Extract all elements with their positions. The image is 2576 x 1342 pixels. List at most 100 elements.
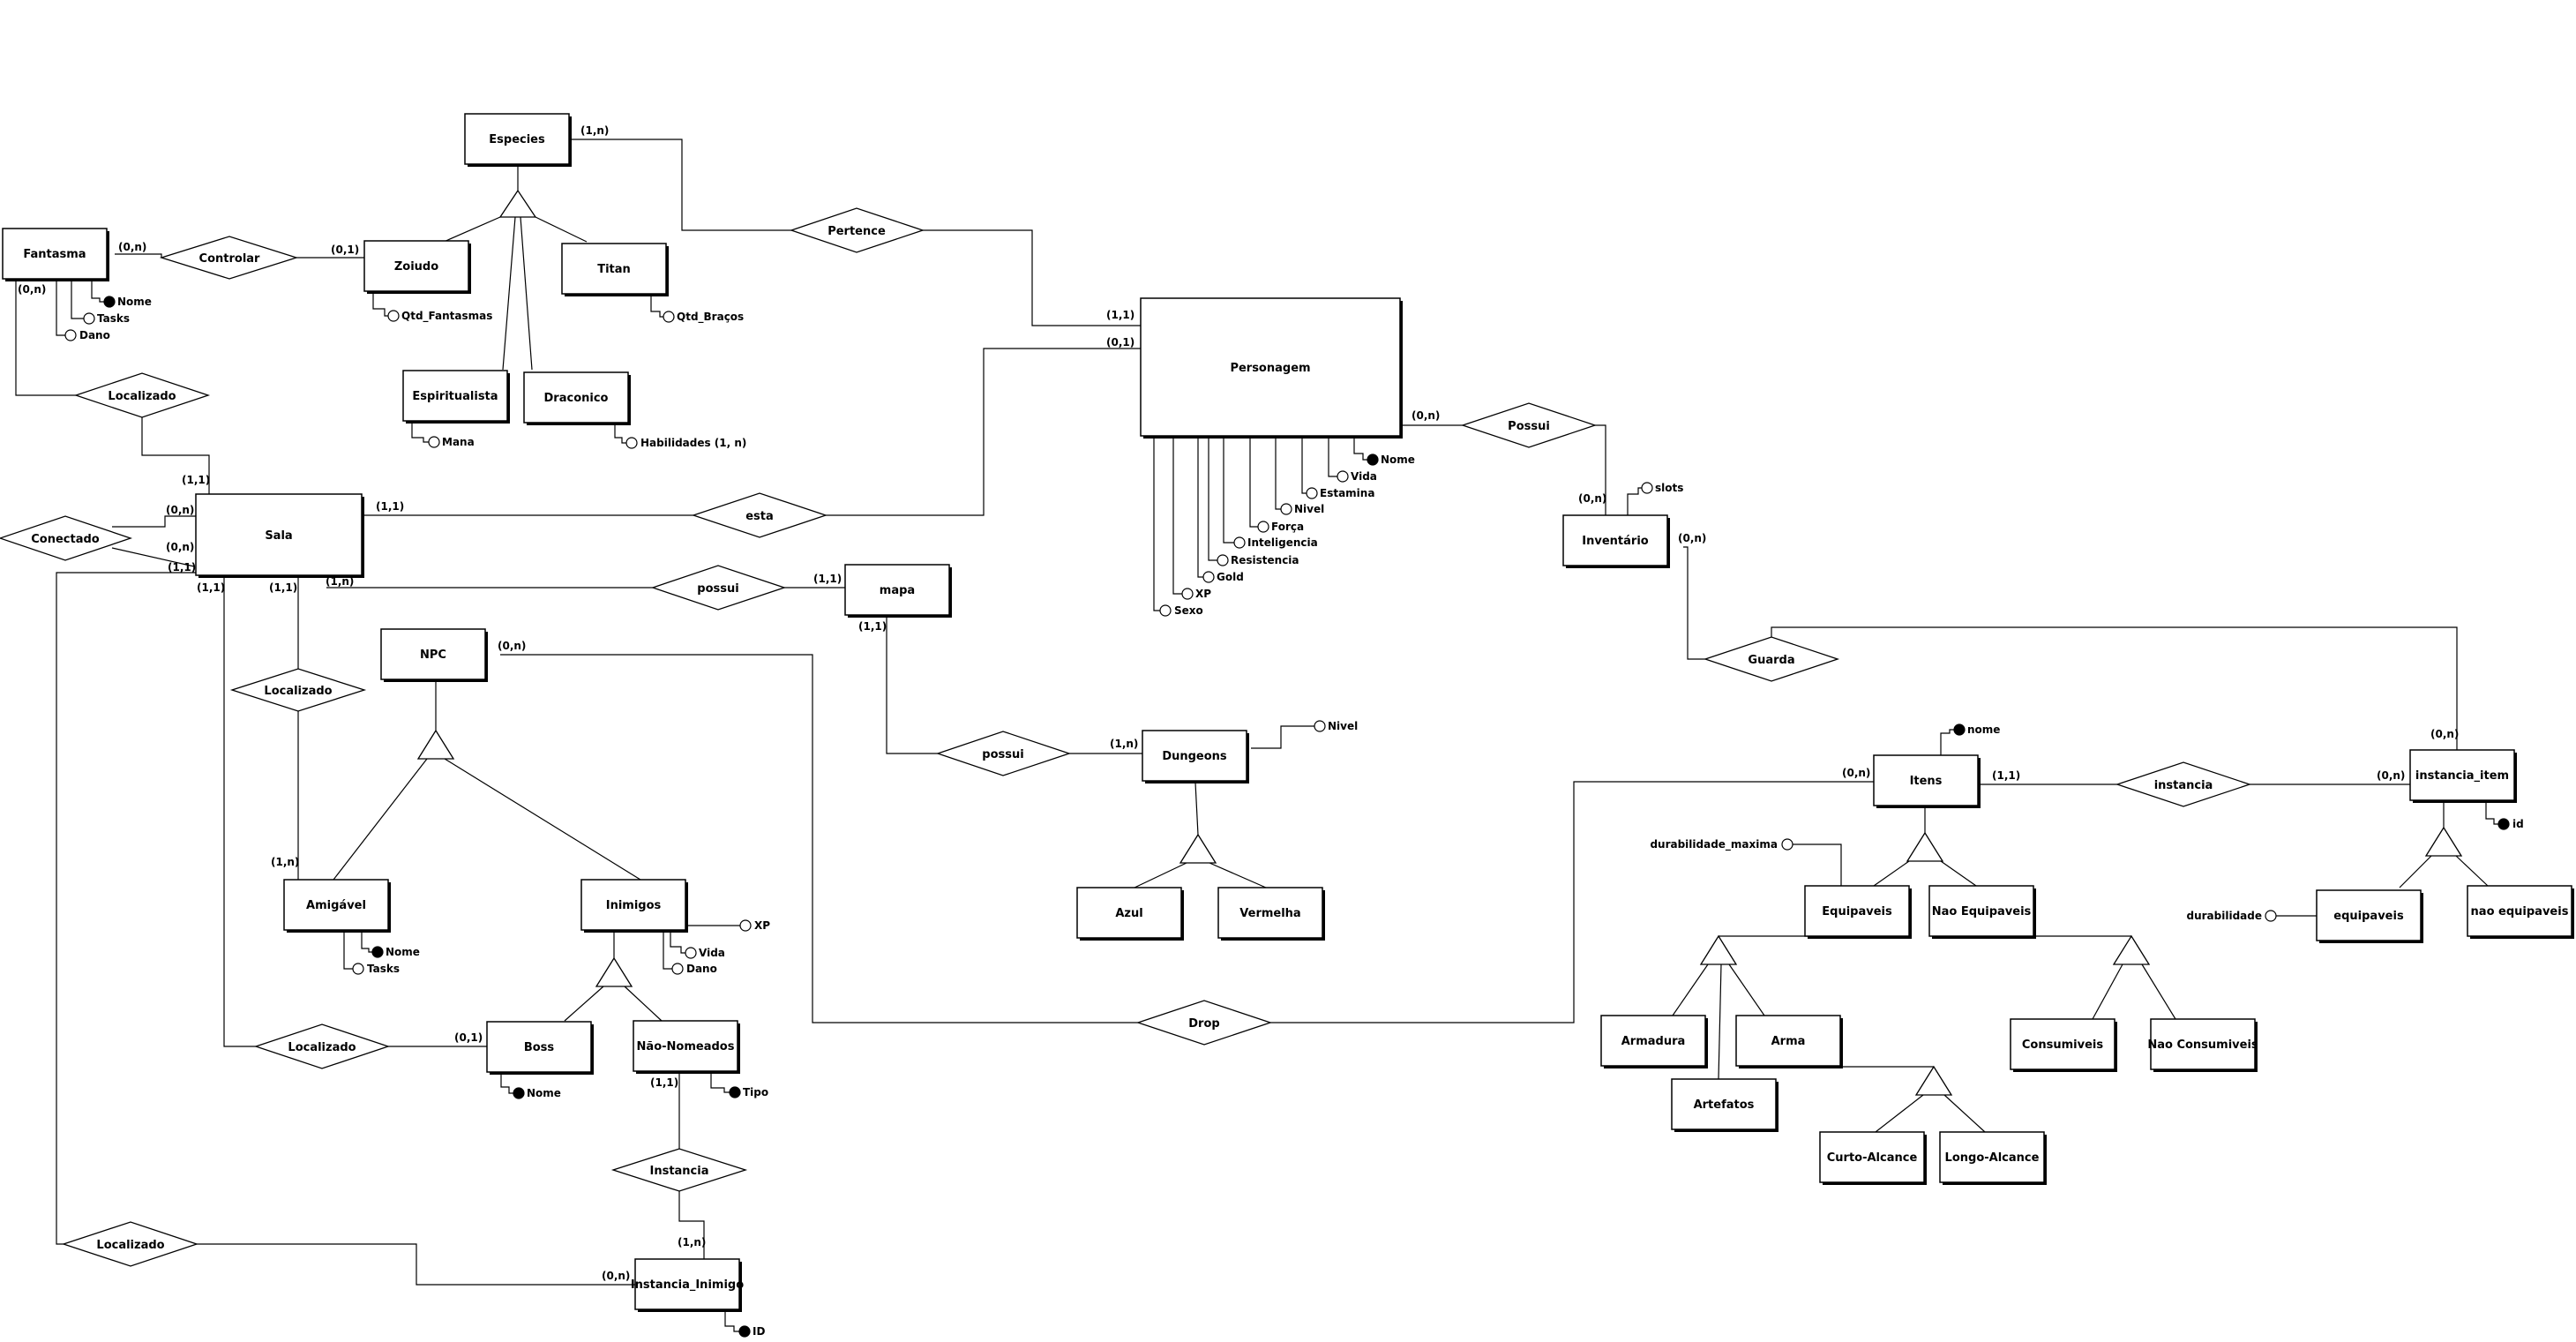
attribute-boss-nome[interactable]: Nome	[513, 1087, 561, 1099]
entity-itens[interactable]: Itens	[1873, 754, 1981, 808]
attribute-p-resistencia[interactable]: Resistencia	[1217, 554, 1299, 566]
cardinality-label: (1,n)	[326, 575, 354, 588]
relationship-localizado-npc[interactable]: Localizado	[229, 668, 367, 712]
entity-nao-equipaveis[interactable]: Nao Equipaveis	[1928, 885, 2036, 939]
attribute-inst-id[interactable]: ID	[738, 1325, 765, 1338]
entity-npc[interactable]: NPC	[380, 628, 488, 682]
attribute-inimigos-dano[interactable]: Dano	[671, 963, 717, 975]
relationship-esta[interactable]: esta	[691, 492, 828, 538]
entity-curto-alcance[interactable]: Curto-Alcance	[1819, 1131, 1927, 1185]
attribute-p-estamina[interactable]: Estamina	[1306, 487, 1374, 499]
relationship-localizado-instancia[interactable]: Localizado	[61, 1221, 199, 1267]
attribute-durabilidade-maxima[interactable]: durabilidade_maxima	[1650, 838, 1793, 851]
entity-consumiveis[interactable]: Consumiveis	[2010, 1018, 2117, 1072]
entity-inst-nao-equipaveis[interactable]: nao equipaveis	[2467, 885, 2574, 939]
entity-especies[interactable]: Especies	[464, 113, 572, 167]
relationship-controlar[interactable]: Controlar	[159, 236, 299, 280]
attribute-icon	[739, 919, 752, 932]
entity-equipaveis[interactable]: Equipaveis	[1804, 885, 1912, 939]
entity-dungeons[interactable]: Dungeons	[1142, 730, 1249, 783]
entity-artefatos[interactable]: Artefatos	[1671, 1078, 1778, 1132]
entity-arma[interactable]: Arma	[1735, 1015, 1843, 1068]
attribute-amigavel-tasks[interactable]: Tasks	[352, 963, 400, 975]
relationship-localizado-boss[interactable]: Localizado	[253, 1023, 391, 1069]
attribute-inimigos-xp[interactable]: XP	[739, 919, 770, 932]
attribute-p-inteligencia[interactable]: Inteligencia	[1233, 536, 1318, 549]
entity-amigavel[interactable]: Amigável	[283, 879, 391, 933]
attribute-p-gold[interactable]: Gold	[1202, 571, 1244, 583]
entity-draconico[interactable]: Draconico	[523, 371, 631, 425]
attr-line-p-xp	[1172, 437, 1182, 595]
relationship-possui-inventario[interactable]: Possui	[1460, 402, 1598, 448]
attribute-p-vida[interactable]: Vida	[1337, 470, 1377, 483]
entity-mapa[interactable]: mapa	[844, 564, 952, 618]
isa-triangle-dungeons	[1179, 833, 1217, 864]
attribute-mana[interactable]: Mana	[428, 436, 475, 448]
attribute-item-id[interactable]: id	[2497, 818, 2524, 830]
relationship-localizado-fantasma[interactable]: Localizado	[73, 372, 211, 418]
attribute-nn-tipo[interactable]: Tipo	[729, 1086, 768, 1098]
entity-label: mapa	[880, 584, 915, 597]
relationship-conectado[interactable]: Conectado	[0, 515, 133, 561]
entity-nao-nomeados[interactable]: Não-Nomeados	[633, 1020, 740, 1074]
key-attribute-icon	[1367, 454, 1379, 466]
entity-zoiudo[interactable]: Zoiudo	[363, 240, 471, 294]
entity-espiritualista[interactable]: Espiritualista	[402, 370, 510, 424]
attribute-dungeon-nivel[interactable]: Nivel	[1314, 720, 1358, 732]
line-isa-nao-equipaveis	[1940, 860, 1977, 887]
attribute-fantasma-tasks[interactable]: Tasks	[83, 312, 130, 325]
entity-inst-equipaveis[interactable]: equipaveis	[2316, 889, 2423, 943]
entity-azul[interactable]: Azul	[1076, 887, 1184, 941]
entity-inventario[interactable]: Inventário	[1562, 514, 1670, 568]
line-isa-espiritualista	[502, 216, 516, 371]
entity-longo-alcance[interactable]: Longo-Alcance	[1939, 1131, 2047, 1185]
attribute-label: Nome	[527, 1087, 561, 1099]
attribute-inimigos-vida[interactable]: Vida	[685, 947, 725, 959]
entity-boss[interactable]: Boss	[486, 1021, 594, 1075]
entity-vermelha[interactable]: Vermelha	[1217, 887, 1325, 941]
relationship-guarda[interactable]: Guarda	[1703, 636, 1840, 682]
attribute-habilidades[interactable]: Habilidades (1, n)	[625, 437, 746, 449]
attribute-fantasma-nome[interactable]: Nome	[103, 296, 152, 308]
attribute-slots[interactable]: slots	[1641, 482, 1683, 494]
entity-label: NPC	[420, 649, 446, 662]
attribute-icon	[1314, 720, 1326, 732]
attribute-durabilidade[interactable]: durabilidade	[2187, 910, 2277, 922]
attribute-fantasma-dano[interactable]: Dano	[64, 329, 110, 341]
entity-inimigos[interactable]: Inimigos	[580, 879, 688, 933]
relationship-possui-dungeons[interactable]: possui	[935, 731, 1072, 776]
attribute-p-nome[interactable]: Nome	[1367, 454, 1415, 466]
entity-label: Zoiudo	[394, 260, 438, 274]
line-localizado-inst	[197, 1243, 635, 1286]
relationship-possui-mapa[interactable]: possui	[650, 565, 787, 611]
attribute-p-sexo[interactable]: Sexo	[1159, 604, 1203, 617]
attribute-qtd-fantasmas[interactable]: Qtd_Fantasmas	[387, 310, 492, 323]
entity-titan[interactable]: Titan	[561, 243, 669, 296]
entity-armadura[interactable]: Armadura	[1600, 1015, 1708, 1068]
relationship-instancia-item[interactable]: instancia	[2115, 761, 2252, 807]
relationship-drop[interactable]: Drop	[1135, 1000, 1273, 1046]
entity-fantasma[interactable]: Fantasma	[2, 228, 109, 281]
attribute-amigavel-nome[interactable]: Nome	[371, 946, 420, 958]
line-isa-inst-nao-equipaveis	[2455, 855, 2489, 887]
entity-label: Titan	[597, 263, 631, 276]
attribute-itens-nome[interactable]: nome	[1953, 723, 2000, 736]
entity-instancia-item[interactable]: instancia_item	[2409, 749, 2517, 803]
relationship-pertence[interactable]: Pertence	[789, 207, 925, 253]
entity-instancia-inimigo[interactable]: Instancia_Inimigo	[631, 1258, 744, 1312]
relationship-instancia-inimigo[interactable]: Instancia	[610, 1148, 748, 1192]
cardinality-label: (0,n)	[166, 504, 194, 516]
cardinality-label: (0,n)	[118, 241, 146, 253]
attribute-p-nivel[interactable]: Nivel	[1280, 503, 1324, 515]
attribute-p-forca[interactable]: Força	[1257, 521, 1304, 533]
entity-label: Itens	[1910, 775, 1943, 788]
attribute-p-xp[interactable]: XP	[1181, 588, 1211, 600]
line-guarda-instancia-item	[1771, 626, 2458, 750]
entity-sala[interactable]: Sala	[195, 493, 364, 578]
entity-nao-consumiveis[interactable]: Nao Consumiveis	[2147, 1018, 2258, 1072]
attribute-label: durabilidade_maxima	[1650, 838, 1778, 851]
relationship-label: Drop	[1188, 1017, 1219, 1031]
line-fantasma-controlar	[115, 253, 162, 258]
attribute-qtd-bracos[interactable]: Qtd_Braços	[663, 311, 744, 324]
entity-personagem[interactable]: Personagem	[1140, 297, 1403, 439]
